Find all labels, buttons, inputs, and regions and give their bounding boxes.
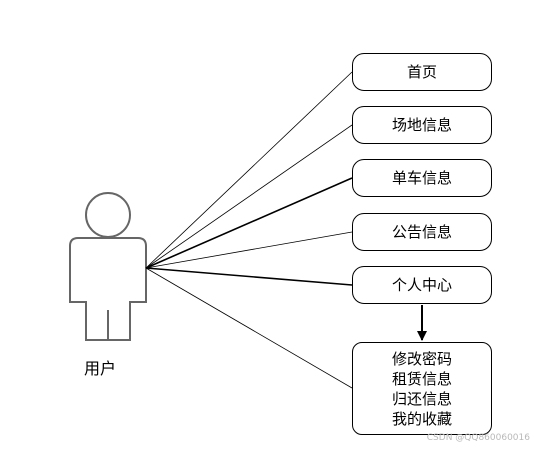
sub-item-change-password: 修改密码 (391, 349, 452, 368)
box-venue-info: 场地信息 (352, 106, 492, 144)
sub-item-my-favorites: 我的收藏 (391, 409, 452, 428)
sub-item-rental-info: 租赁信息 (391, 369, 452, 388)
actor-figure (69, 192, 147, 341)
box-bike-info-label: 单车信息 (391, 169, 452, 187)
sub-item-return-info: 归还信息 (391, 389, 452, 408)
actor-body (69, 237, 147, 341)
box-home-label: 首页 (406, 63, 437, 81)
line-to-box-2 (145, 124, 353, 269)
box-home: 首页 (352, 53, 492, 91)
box-notice-info: 公告信息 (352, 213, 492, 251)
box-personal-center-functions: 修改密码 租赁信息 归还信息 我的收藏 (352, 342, 492, 435)
box-notice-info-label: 公告信息 (391, 223, 452, 241)
watermark: CSDN @QQ860060016 (426, 433, 530, 443)
box-bike-info: 单车信息 (352, 159, 492, 197)
line-to-box-5 (145, 267, 353, 286)
line-to-sub-box (145, 267, 353, 389)
line-to-box-4 (145, 231, 353, 269)
box-personal-center: 个人中心 (352, 266, 492, 304)
line-to-box-3 (145, 177, 353, 269)
box-venue-info-label: 场地信息 (391, 116, 452, 134)
association-lines (145, 71, 353, 389)
actor-head (85, 192, 131, 238)
box-personal-center-label: 个人中心 (391, 276, 452, 294)
line-to-box-1 (145, 71, 353, 269)
actor-label: 用户 (84, 359, 117, 378)
